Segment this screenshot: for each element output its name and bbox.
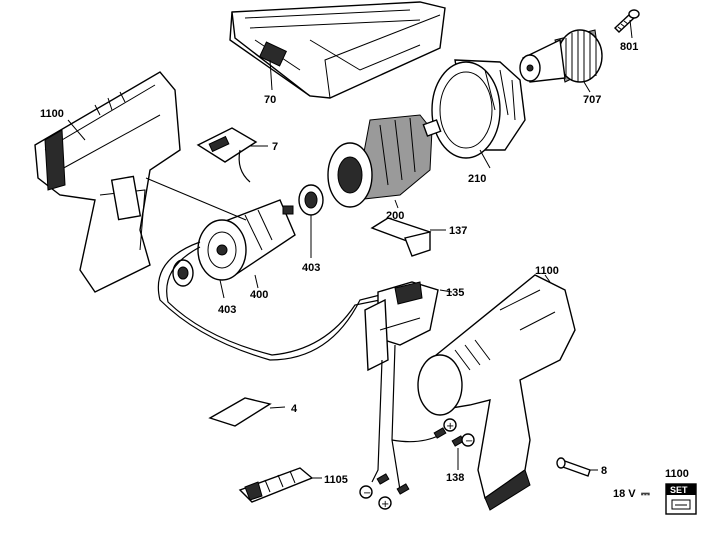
label-403-upper: 403 xyxy=(302,262,320,274)
label-1100-set: 1100 xyxy=(665,468,689,480)
label-135: 135 xyxy=(446,287,464,299)
label-4: 4 xyxy=(291,403,298,415)
label-1100-right: 1100 xyxy=(535,265,559,277)
leader-lines xyxy=(67,19,633,479)
screw-8 xyxy=(556,457,591,477)
housing-left-1100 xyxy=(34,71,181,293)
label-137: 137 xyxy=(449,225,467,237)
voltage-label: 18 V xyxy=(613,488,636,500)
set-badge: SET xyxy=(665,483,697,515)
label-plate-4 xyxy=(208,397,272,427)
minus-mark-upper: − xyxy=(465,436,473,447)
screw-801 xyxy=(613,9,640,33)
chuck-707 xyxy=(519,29,603,83)
reversing-switch-7 xyxy=(196,127,258,183)
battery-contact-1105 xyxy=(238,467,314,503)
label-1100-left: 1100 xyxy=(40,108,64,120)
label-1105: 1105 xyxy=(324,474,348,486)
label-7: 7 xyxy=(272,141,278,153)
label-210: 210 xyxy=(468,173,486,185)
switch-135 xyxy=(364,281,439,372)
set-badge-text: SET xyxy=(670,485,688,495)
minus-mark-lower: − xyxy=(363,488,371,499)
lever-137 xyxy=(370,217,432,257)
dc-symbol: ⎓ xyxy=(641,488,650,500)
motor-400 xyxy=(197,199,296,281)
polarity-marks: + − − + xyxy=(359,418,475,510)
label-801: 801 xyxy=(620,41,638,53)
plus-mark-upper: + xyxy=(446,421,454,432)
bearing-403-lower xyxy=(172,259,194,287)
drill-assembled-1100 xyxy=(371,274,576,511)
wiring-harness xyxy=(157,241,381,361)
gear-housing-cover-210 xyxy=(431,59,526,159)
plus-mark-lower: + xyxy=(381,499,389,510)
label-400: 400 xyxy=(250,289,268,301)
label-8: 8 xyxy=(601,465,607,477)
label-70: 70 xyxy=(264,94,276,106)
gearbox-200 xyxy=(327,114,442,208)
bearing-403-upper xyxy=(298,184,324,216)
carry-case xyxy=(229,1,446,99)
label-403-lower: 403 xyxy=(218,304,236,316)
connectors-138 xyxy=(376,427,465,495)
label-707: 707 xyxy=(583,94,601,106)
label-138: 138 xyxy=(446,472,464,484)
label-200: 200 xyxy=(386,210,404,222)
